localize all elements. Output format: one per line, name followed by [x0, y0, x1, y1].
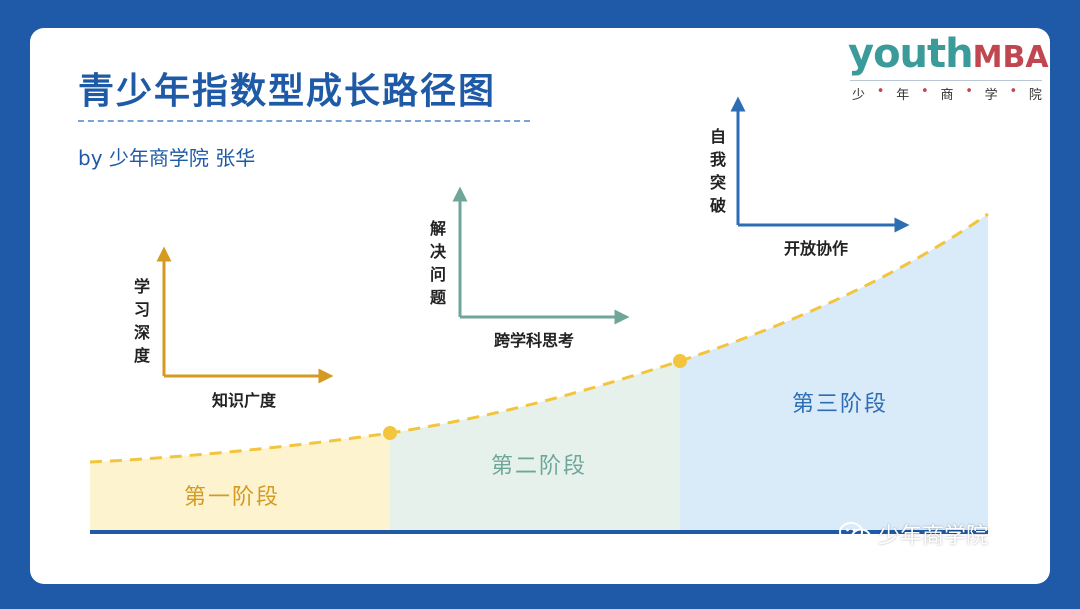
logo-separator: •	[921, 84, 929, 99]
stage-label-2: 第二阶段	[491, 454, 587, 479]
axes-group-3: 自 我 突 破 开放协作	[710, 96, 910, 258]
logo-wordmark: youthMBA	[848, 34, 1049, 74]
horizontal-axis-label: 开放协作	[784, 239, 848, 258]
page-title: 青少年指数型成长路径图	[78, 71, 497, 112]
diagram-card: 青少年指数型成长路径图 by 少年商学院 张华 youthMBA 少 • 年 •…	[30, 28, 1050, 584]
logo-divider	[850, 80, 1042, 81]
horizontal-axis-label: 知识广度	[212, 391, 277, 410]
logo-subtitle-char: 学	[984, 88, 998, 103]
stage-1-area	[90, 433, 390, 531]
stage-transition-point	[673, 354, 687, 368]
stage-label-3: 第三阶段	[792, 392, 888, 417]
logo-youth-text: youth	[848, 31, 974, 77]
vertical-axis-label: 题	[430, 288, 447, 307]
wechat-icon	[839, 522, 871, 546]
stage-3-area	[680, 214, 988, 531]
growth-curve	[89, 212, 989, 464]
logo-subtitle-char: 少	[852, 88, 866, 103]
logo-separator: •	[1009, 84, 1018, 99]
logo-subtitle: 少 • 年 • 商 • 学 • 院	[852, 84, 1042, 103]
growth-diagram: 第一阶段 第二阶段 第三阶段 学 习 深 度 知识广度 解 决 问 题 跨学科思…	[89, 96, 989, 534]
logo-mba-text: MBA	[972, 40, 1049, 75]
stage-transition-point	[383, 426, 397, 440]
logo-separator: •	[876, 84, 885, 99]
vertical-axis-label: 突	[710, 173, 726, 192]
logo-subtitle-char: 商	[940, 88, 954, 103]
horizontal-axis-label: 跨学科思考	[494, 331, 574, 350]
vertical-axis-label: 决	[430, 242, 447, 261]
title-divider	[78, 120, 530, 122]
logo-subtitle-char: 年	[896, 88, 910, 103]
vertical-axis-label: 问	[430, 265, 446, 284]
vertical-axis-label: 解	[430, 219, 446, 238]
watermark-text: 少年商学院	[878, 524, 989, 549]
vertical-axis-label: 破	[710, 196, 726, 215]
stage-2-area	[390, 361, 680, 531]
logo-subtitle-char: 院	[1028, 88, 1042, 103]
vertical-axis-label: 我	[710, 150, 726, 169]
vertical-axis-label: 学	[134, 277, 150, 296]
byline: by 少年商学院 张华	[78, 146, 256, 170]
wechat-watermark: 少年商学院	[838, 518, 988, 550]
vertical-axis-label: 度	[134, 346, 151, 365]
axes-group-1: 学 习 深 度 知识广度	[134, 246, 334, 410]
logo-separator: •	[965, 84, 973, 99]
youthmba-logo: youthMBA 少 • 年 • 商 • 学 • 院	[848, 34, 1049, 104]
axes-group-2: 解 决 问 题 跨学科思考	[430, 186, 630, 350]
stage-label-1: 第一阶段	[184, 485, 280, 510]
vertical-axis-label: 习	[134, 300, 150, 319]
vertical-axis-label: 自	[710, 127, 726, 146]
vertical-axis-label: 深	[134, 323, 150, 342]
